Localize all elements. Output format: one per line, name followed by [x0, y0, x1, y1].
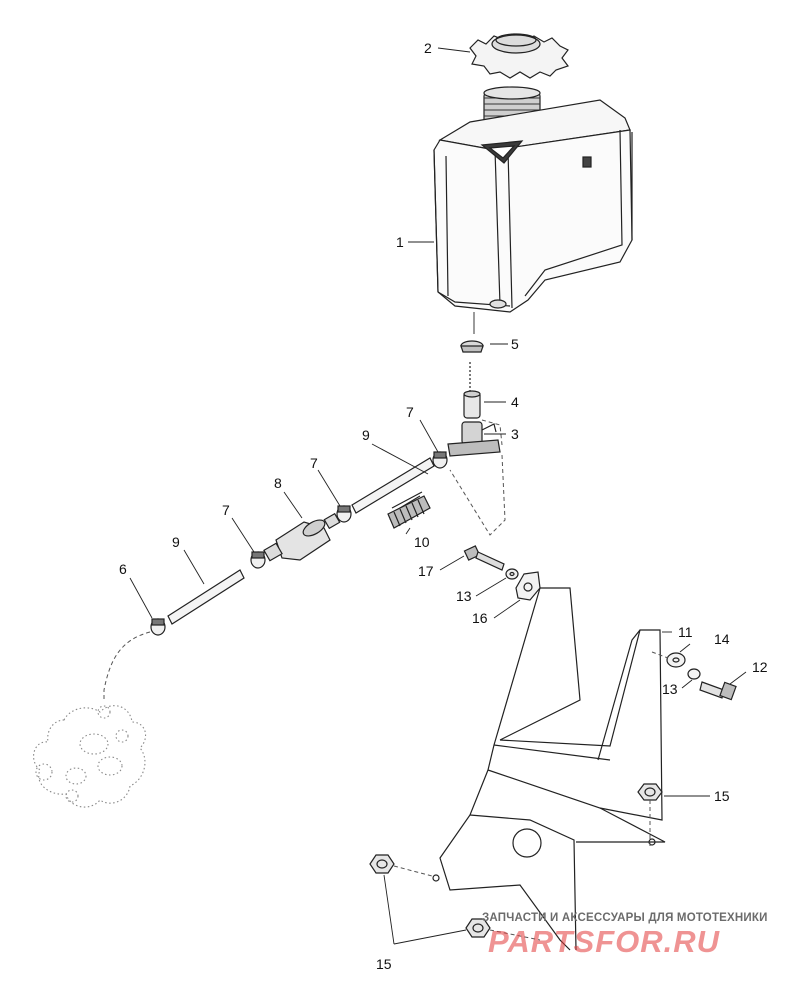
leader-lines [129, 47, 747, 945]
fuel-cap [469, 33, 569, 79]
fuel-line-lower [167, 569, 245, 625]
callout-14: 14 [714, 631, 730, 647]
grommet [460, 340, 484, 353]
shutoff-valve [447, 419, 506, 536]
nut-bottom-axis [489, 929, 541, 941]
callout-4: 4 [511, 394, 519, 410]
callout-16: 16 [472, 610, 488, 626]
callout-7-lower: 7 [222, 502, 230, 518]
washer-14 [666, 652, 686, 668]
clamp-upper [432, 451, 448, 469]
tank-bracket [432, 587, 666, 951]
carburetor [33, 705, 147, 808]
callout-6: 6 [119, 561, 127, 577]
callout-5: 5 [511, 336, 519, 352]
hose-clip [515, 571, 541, 601]
callout-9-upper: 9 [362, 427, 370, 443]
callout-13-lower: 13 [662, 681, 678, 697]
callout-13-upper: 13 [456, 588, 472, 604]
watermark-brand: PARTSFOR.RU [488, 924, 721, 959]
nut-right [637, 783, 663, 801]
bolt-axis-line [651, 651, 669, 659]
callout-8: 8 [274, 475, 282, 491]
bolt-12 [699, 681, 737, 701]
fuel-line-upper [351, 457, 435, 514]
washer-upper [505, 568, 519, 580]
callout-9-lower: 9 [172, 534, 180, 550]
callout-1: 1 [396, 234, 404, 250]
callout-15-right: 15 [714, 788, 730, 804]
line-to-carburetor [103, 631, 151, 700]
nut-bottom [465, 918, 491, 938]
clamp-mid [336, 505, 352, 523]
bolt-upper [463, 545, 505, 571]
callout-7-mid: 7 [310, 455, 318, 471]
callout-3: 3 [511, 426, 519, 442]
nut-left-axis [393, 865, 433, 877]
callout-12: 12 [752, 659, 768, 675]
callout-17: 17 [418, 563, 434, 579]
watermark-tagline: ЗАПЧАСТИ И АКСЕССУАРЫ ДЛЯ МОТОТЕХНИКИ [482, 912, 768, 924]
fuel-pickup [463, 362, 481, 419]
washer-13 [687, 668, 701, 680]
clamp-lower [250, 551, 266, 569]
callout-11: 11 [678, 624, 693, 640]
callout-2: 2 [424, 40, 432, 56]
callout-7-upper: 7 [406, 404, 414, 420]
callout-15-bottom: 15 [376, 956, 392, 972]
inline-fuel-filter [263, 512, 341, 562]
fuel-tank [433, 86, 633, 313]
clamp-end [150, 618, 166, 636]
spring [387, 491, 431, 529]
nut-left [369, 854, 395, 874]
callout-10: 10 [414, 534, 430, 550]
